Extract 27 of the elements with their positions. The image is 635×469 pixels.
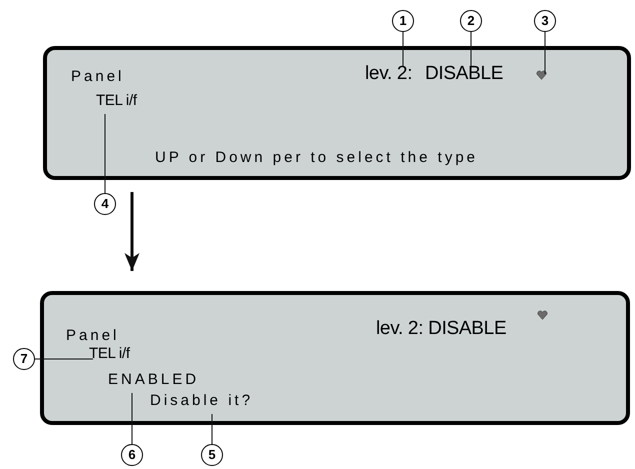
callout-number: 2	[460, 10, 482, 32]
display-text: TEL i/f	[96, 92, 137, 110]
arrow	[124, 192, 140, 271]
callout-number: 5	[201, 444, 223, 466]
callout-number: 1	[392, 10, 414, 32]
leader-line	[34, 358, 94, 360]
leader-line	[470, 32, 472, 66]
lcd-panel	[40, 291, 630, 425]
display-text: Panel	[66, 326, 120, 345]
display-text: Panel	[71, 67, 124, 86]
callout-number: 7	[13, 348, 35, 370]
leader-line	[544, 32, 546, 74]
display-text: DISABLE	[425, 62, 504, 86]
heart-icon	[536, 70, 547, 80]
lcd-panel	[43, 46, 631, 180]
display-text: ENABLED	[108, 370, 200, 389]
leader-line	[402, 32, 404, 66]
display-text: TEL i/f	[89, 345, 130, 363]
display-text: UP or Down per to select the type	[155, 148, 478, 167]
callout-number: 3	[534, 10, 556, 32]
callout-number: 4	[94, 193, 116, 215]
callout-number: 6	[121, 444, 143, 466]
leader-line	[104, 114, 106, 194]
display-text: Disable it?	[150, 391, 254, 410]
display-text: lev. 2: DISABLE	[376, 317, 506, 341]
heart-icon	[537, 310, 548, 320]
display-text: lev. 2:	[365, 62, 412, 86]
